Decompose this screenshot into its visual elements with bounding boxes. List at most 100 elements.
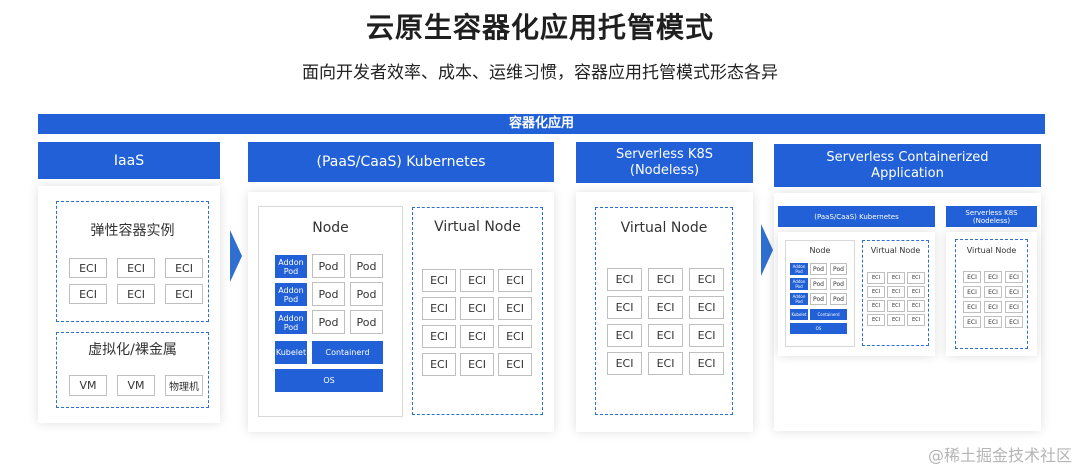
app-vn2-eci-cell: ECI	[1005, 286, 1023, 298]
iaas-eci-cell: ECI	[69, 258, 107, 278]
page-subtitle: 面向开发者效率、成本、运维习惯，容器应用托管模式形态各异	[302, 63, 778, 83]
app-vn2-eci-cell: ECI	[1005, 316, 1023, 328]
app-vn1-eci-cell: ECI	[867, 314, 885, 326]
app-vn1-eci-cell: ECI	[887, 300, 905, 312]
sk8s-vn-eci-cell: ECI	[648, 324, 683, 347]
sk8s-vn-eci-cell: ECI	[648, 296, 683, 319]
mini-pod-cell: Pod	[830, 263, 847, 275]
k8s-vn-eci-cell: ECI	[422, 353, 456, 376]
iaas-eci-cell: ECI	[165, 258, 203, 278]
iaas-vm-cell: 物理机	[165, 375, 203, 396]
os-box: OS	[275, 369, 383, 392]
sk8s-vn-eci-cell: ECI	[689, 296, 724, 319]
sk8s-vn-eci-cell: ECI	[607, 324, 642, 347]
arrow-right-icon	[230, 230, 242, 282]
node-label: Node	[312, 220, 349, 236]
sk8s-vn-eci-cell: ECI	[607, 352, 642, 375]
k8s-vn-eci-cell: ECI	[460, 269, 494, 292]
app-vn2-eci-cell: ECI	[963, 286, 981, 298]
app-vn2-eci-cell: ECI	[963, 271, 981, 283]
iaas-eci-cell: ECI	[117, 258, 155, 278]
iaas-header: IaaS	[38, 142, 220, 179]
pod-cell: Pod	[350, 282, 383, 306]
addon-pod-cell: Addon Pod	[275, 283, 307, 306]
k8s-vn-eci-cell: ECI	[460, 325, 494, 348]
app-vn2-eci-cell: ECI	[963, 301, 981, 313]
iaas-eci-cell: ECI	[69, 284, 107, 304]
iaas-vm-cell: VM	[69, 375, 107, 396]
k8s-vn-eci-cell: ECI	[460, 353, 494, 376]
kubelet-box: Kubelet	[275, 341, 307, 364]
virtualization-baremetal-label: 虚拟化/裸金属	[88, 342, 177, 358]
sk8s-vn-eci-cell: ECI	[607, 268, 642, 291]
app-vn1-eci-cell: ECI	[887, 272, 905, 284]
app-vn1-eci-cell: ECI	[887, 286, 905, 298]
mini-serverless-virtual-node-label: Virtual Node	[966, 246, 1017, 255]
kubernetes-header: (PaaS/CaaS) Kubernetes	[248, 142, 554, 182]
k8s-vn-eci-cell: ECI	[460, 297, 494, 320]
arrow-right-icon	[761, 224, 773, 276]
sk8s-vn-eci-cell: ECI	[648, 268, 683, 291]
mini-pod-cell: Pod	[830, 278, 847, 290]
app-vn1-eci-cell: ECI	[867, 272, 885, 284]
app-vn2-eci-cell: ECI	[984, 271, 1002, 283]
app-vn2-eci-cell: ECI	[1005, 271, 1023, 283]
k8s-vn-eci-cell: ECI	[498, 353, 532, 376]
app-vn1-eci-cell: ECI	[867, 286, 885, 298]
watermark-text: @稀土掘金技术社区	[927, 446, 1072, 465]
mini-serverless-virtual-node-box	[955, 239, 1028, 349]
pod-cell: Pod	[350, 310, 383, 334]
app-vn2-eci-cell: ECI	[963, 316, 981, 328]
mini-virtual-node-box	[862, 240, 929, 346]
pod-cell: Pod	[312, 310, 345, 334]
sk8s-vn-eci-cell: ECI	[689, 268, 724, 291]
k8s-vn-eci-cell: ECI	[498, 325, 532, 348]
mini-kubelet-box: Kubelet	[790, 309, 808, 320]
k8s-vn-eci-cell: ECI	[498, 297, 532, 320]
mini-pod-cell: Pod	[830, 293, 847, 305]
mini-serverless-k8s-header: Serverless K8S (Nodeless)	[946, 206, 1037, 227]
mini-addon-pod-cell: Addon Pod	[790, 263, 808, 275]
sk8s-vn-eci-cell: ECI	[607, 296, 642, 319]
mini-virtual-node-label: Virtual Node	[870, 246, 921, 255]
pod-cell: Pod	[312, 282, 345, 306]
sk8s-vn-eci-cell: ECI	[648, 352, 683, 375]
app-vn2-eci-cell: ECI	[1005, 301, 1023, 313]
mini-pod-cell: Pod	[810, 293, 827, 305]
app-vn1-eci-cell: ECI	[907, 286, 925, 298]
k8s-vn-eci-cell: ECI	[422, 297, 456, 320]
mini-kubernetes-header: (PaaS/CaaS) Kubernetes	[778, 206, 935, 227]
virtual-node-box	[412, 207, 543, 415]
serverless-app-header: Serverless Containerized Application	[774, 144, 1041, 187]
mini-node-label: Node	[809, 246, 831, 255]
serverless-k8s-header: Serverless K8S (Nodeless)	[576, 142, 753, 183]
sk8s-vn-eci-cell: ECI	[689, 324, 724, 347]
containerized-app-banner: 容器化应用	[38, 114, 1045, 134]
pod-cell: Pod	[312, 254, 345, 278]
app-vn1-eci-cell: ECI	[907, 300, 925, 312]
app-vn2-eci-cell: ECI	[984, 316, 1002, 328]
node-box	[258, 206, 403, 417]
k8s-vn-eci-cell: ECI	[498, 269, 532, 292]
app-vn1-eci-cell: ECI	[907, 314, 925, 326]
sk8s-vn-eci-cell: ECI	[689, 352, 724, 375]
mini-addon-pod-cell: Addon Pod	[790, 293, 808, 305]
mini-node-box	[785, 240, 855, 347]
elastic-container-instance-label: 弹性容器实例	[90, 223, 175, 239]
elastic-container-instance-group	[56, 201, 209, 322]
app-vn2-eci-cell: ECI	[984, 301, 1002, 313]
serverless-virtual-node-box	[595, 207, 733, 415]
app-vn1-eci-cell: ECI	[867, 300, 885, 312]
mini-addon-pod-cell: Addon Pod	[790, 278, 808, 290]
k8s-vn-eci-cell: ECI	[422, 269, 456, 292]
app-vn1-eci-cell: ECI	[887, 314, 905, 326]
k8s-vn-eci-cell: ECI	[422, 325, 456, 348]
iaas-eci-cell: ECI	[117, 284, 155, 304]
serverless-virtual-node-label: Virtual Node	[620, 220, 708, 236]
iaas-vm-cell: VM	[117, 375, 155, 396]
mini-pod-cell: Pod	[810, 278, 827, 290]
app-vn1-eci-cell: ECI	[907, 272, 925, 284]
virtualization-baremetal-group	[56, 332, 209, 408]
page-title: 云原生容器化应用托管模式	[365, 11, 714, 44]
mini-os-box: OS	[790, 323, 847, 334]
